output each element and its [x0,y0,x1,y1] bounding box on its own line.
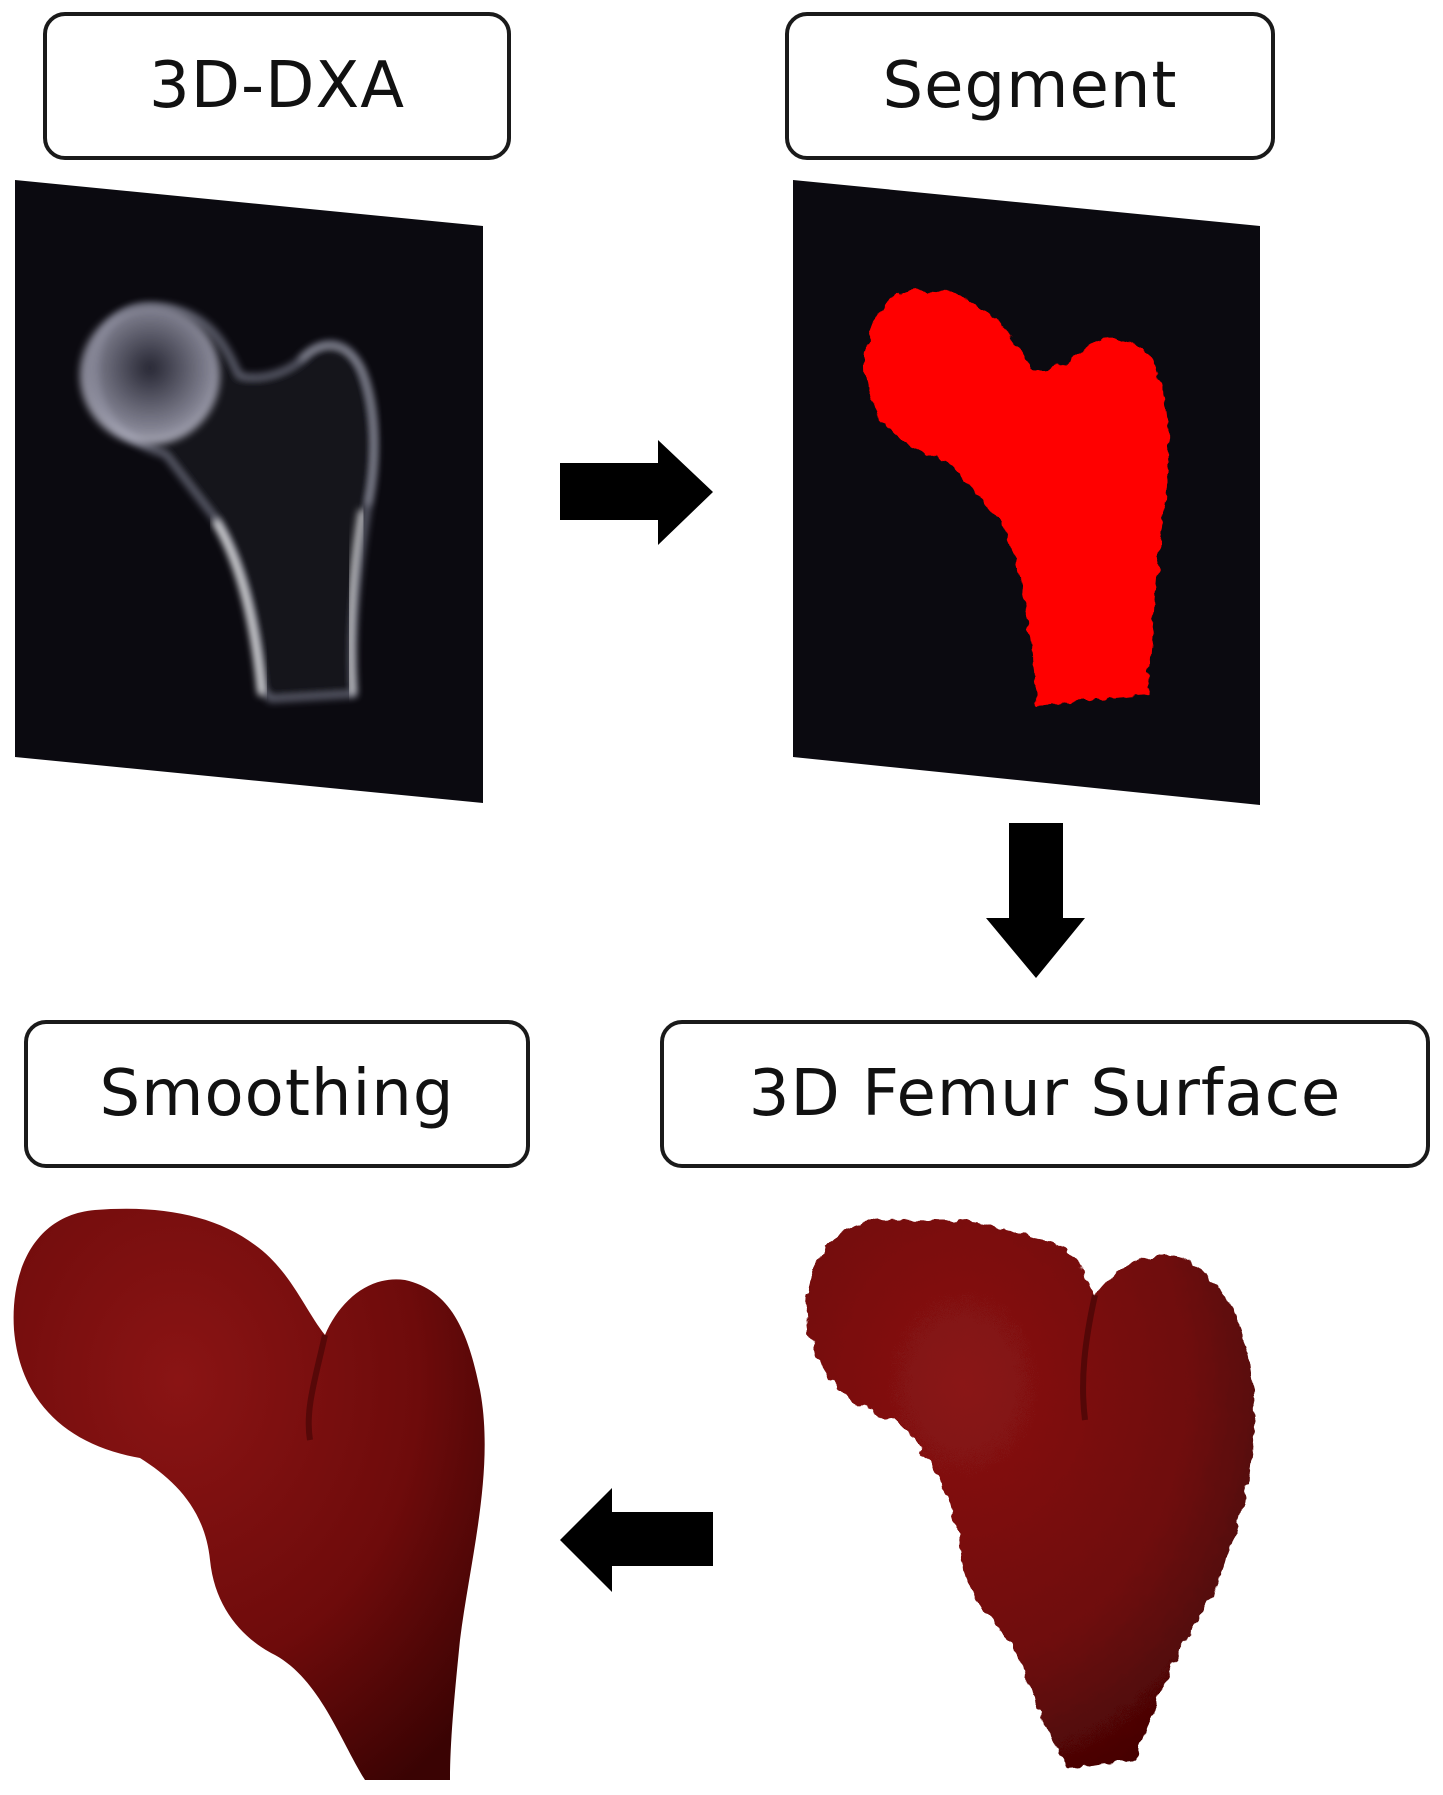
arrow-down-icon [986,823,1085,978]
femur-surface-mesh [800,1210,1260,1780]
dxa-image-panel [15,180,483,803]
arrow-right-icon [560,440,713,545]
smoothed-femur-surface [10,1200,500,1790]
arrow-left-icon [560,1488,713,1592]
segment-image-panel [793,180,1260,805]
